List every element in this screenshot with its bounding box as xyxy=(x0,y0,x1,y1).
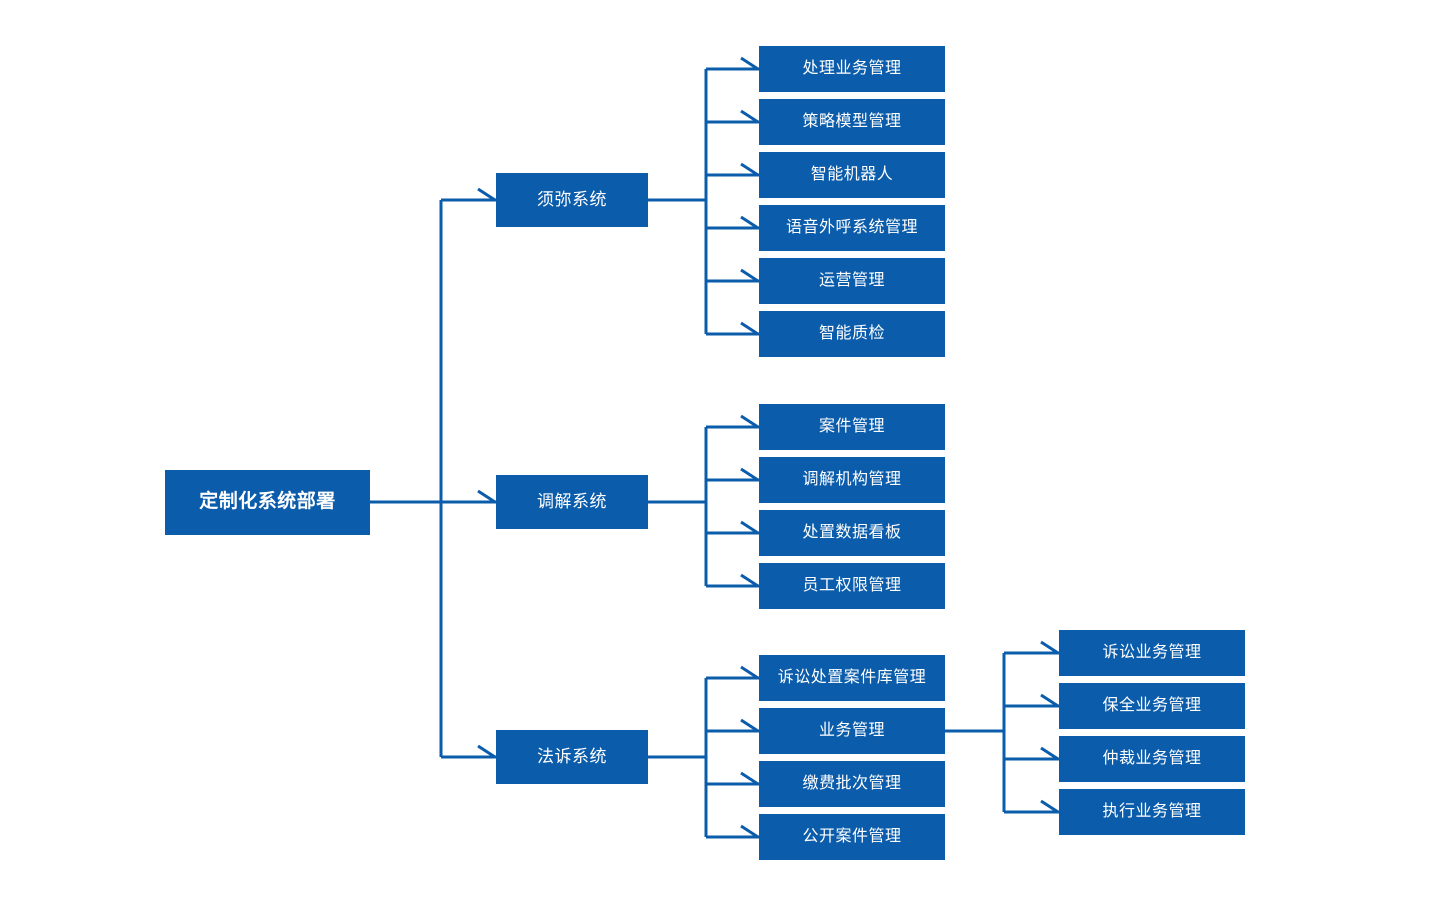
arrowhead-system-2 xyxy=(477,744,501,759)
sub-node-susong-yewu-guanli[interactable]: 诉讼业务管理 xyxy=(1059,630,1245,676)
leaf-node-tiaojie-jigou-guanli[interactable]: 调解机构管理 xyxy=(759,457,945,503)
arrowhead-system-1 xyxy=(477,489,501,504)
arrowhead-sub-c1 xyxy=(1040,693,1064,708)
leaf-node-yunying-guanli[interactable]: 运营管理 xyxy=(759,258,945,304)
system-node-fasu[interactable]: 法诉系统 xyxy=(496,730,648,784)
system-node-tiaojie[interactable]: 调解系统 xyxy=(496,475,648,529)
arrowhead-s1-c3 xyxy=(740,573,764,588)
arrowhead-sub-c3 xyxy=(1040,799,1064,814)
leaf-node-gongkai-anjian-guanli[interactable]: 公开案件管理 xyxy=(759,814,945,860)
leaf-node-anjian-guanli[interactable]: 案件管理 xyxy=(759,404,945,450)
arrowhead-s2-c3 xyxy=(740,824,764,839)
leaf-node-jiaofei-pici-guanli[interactable]: 缴费批次管理 xyxy=(759,761,945,807)
arrowhead-s2-c1 xyxy=(740,718,764,733)
arrowhead-s0-c3 xyxy=(740,215,764,230)
arrowhead-system-0 xyxy=(477,187,501,202)
leaf-node-susong-chuzhi-anjianku-guanli[interactable]: 诉讼处置案件库管理 xyxy=(759,655,945,701)
sub-node-zhixing-yewu-guanli[interactable]: 执行业务管理 xyxy=(1059,789,1245,835)
arrowhead-s1-c0 xyxy=(740,414,764,429)
arrowhead-s0-c1 xyxy=(740,109,764,124)
sub-node-zhongcai-yewu-guanli[interactable]: 仲裁业务管理 xyxy=(1059,736,1245,782)
leaf-node-yuyin-waihu-xitong-guanli[interactable]: 语音外呼系统管理 xyxy=(759,205,945,251)
sub-node-baoquan-yewu-guanli[interactable]: 保全业务管理 xyxy=(1059,683,1245,729)
arrowhead-s1-c2 xyxy=(740,520,764,535)
arrowhead-sub-c2 xyxy=(1040,746,1064,761)
leaf-node-chuli-yewu-guanli[interactable]: 处理业务管理 xyxy=(759,46,945,92)
leaf-node-yewu-guanli[interactable]: 业务管理 xyxy=(759,708,945,754)
arrowhead-s2-c2 xyxy=(740,771,764,786)
leaf-node-chuzhi-shuju-kanban[interactable]: 处置数据看板 xyxy=(759,510,945,556)
arrowhead-sub-c0 xyxy=(1040,640,1064,655)
arrowhead-s2-c0 xyxy=(740,665,764,680)
root-node[interactable]: 定制化系统部署 xyxy=(165,470,370,535)
arrowhead-s0-c2 xyxy=(740,162,764,177)
leaf-node-zhineng-zhijian[interactable]: 智能质检 xyxy=(759,311,945,357)
leaf-node-celue-moxing-guanli[interactable]: 策略模型管理 xyxy=(759,99,945,145)
arrowhead-s1-c1 xyxy=(740,467,764,482)
arrowhead-s0-c5 xyxy=(740,321,764,336)
arrowhead-s0-c4 xyxy=(740,268,764,283)
leaf-node-yuangong-quanxian-guanli[interactable]: 员工权限管理 xyxy=(759,563,945,609)
arrowhead-s0-c0 xyxy=(740,56,764,71)
system-node-xumi[interactable]: 须弥系统 xyxy=(496,173,648,227)
leaf-node-zhineng-jiqiren[interactable]: 智能机器人 xyxy=(759,152,945,198)
